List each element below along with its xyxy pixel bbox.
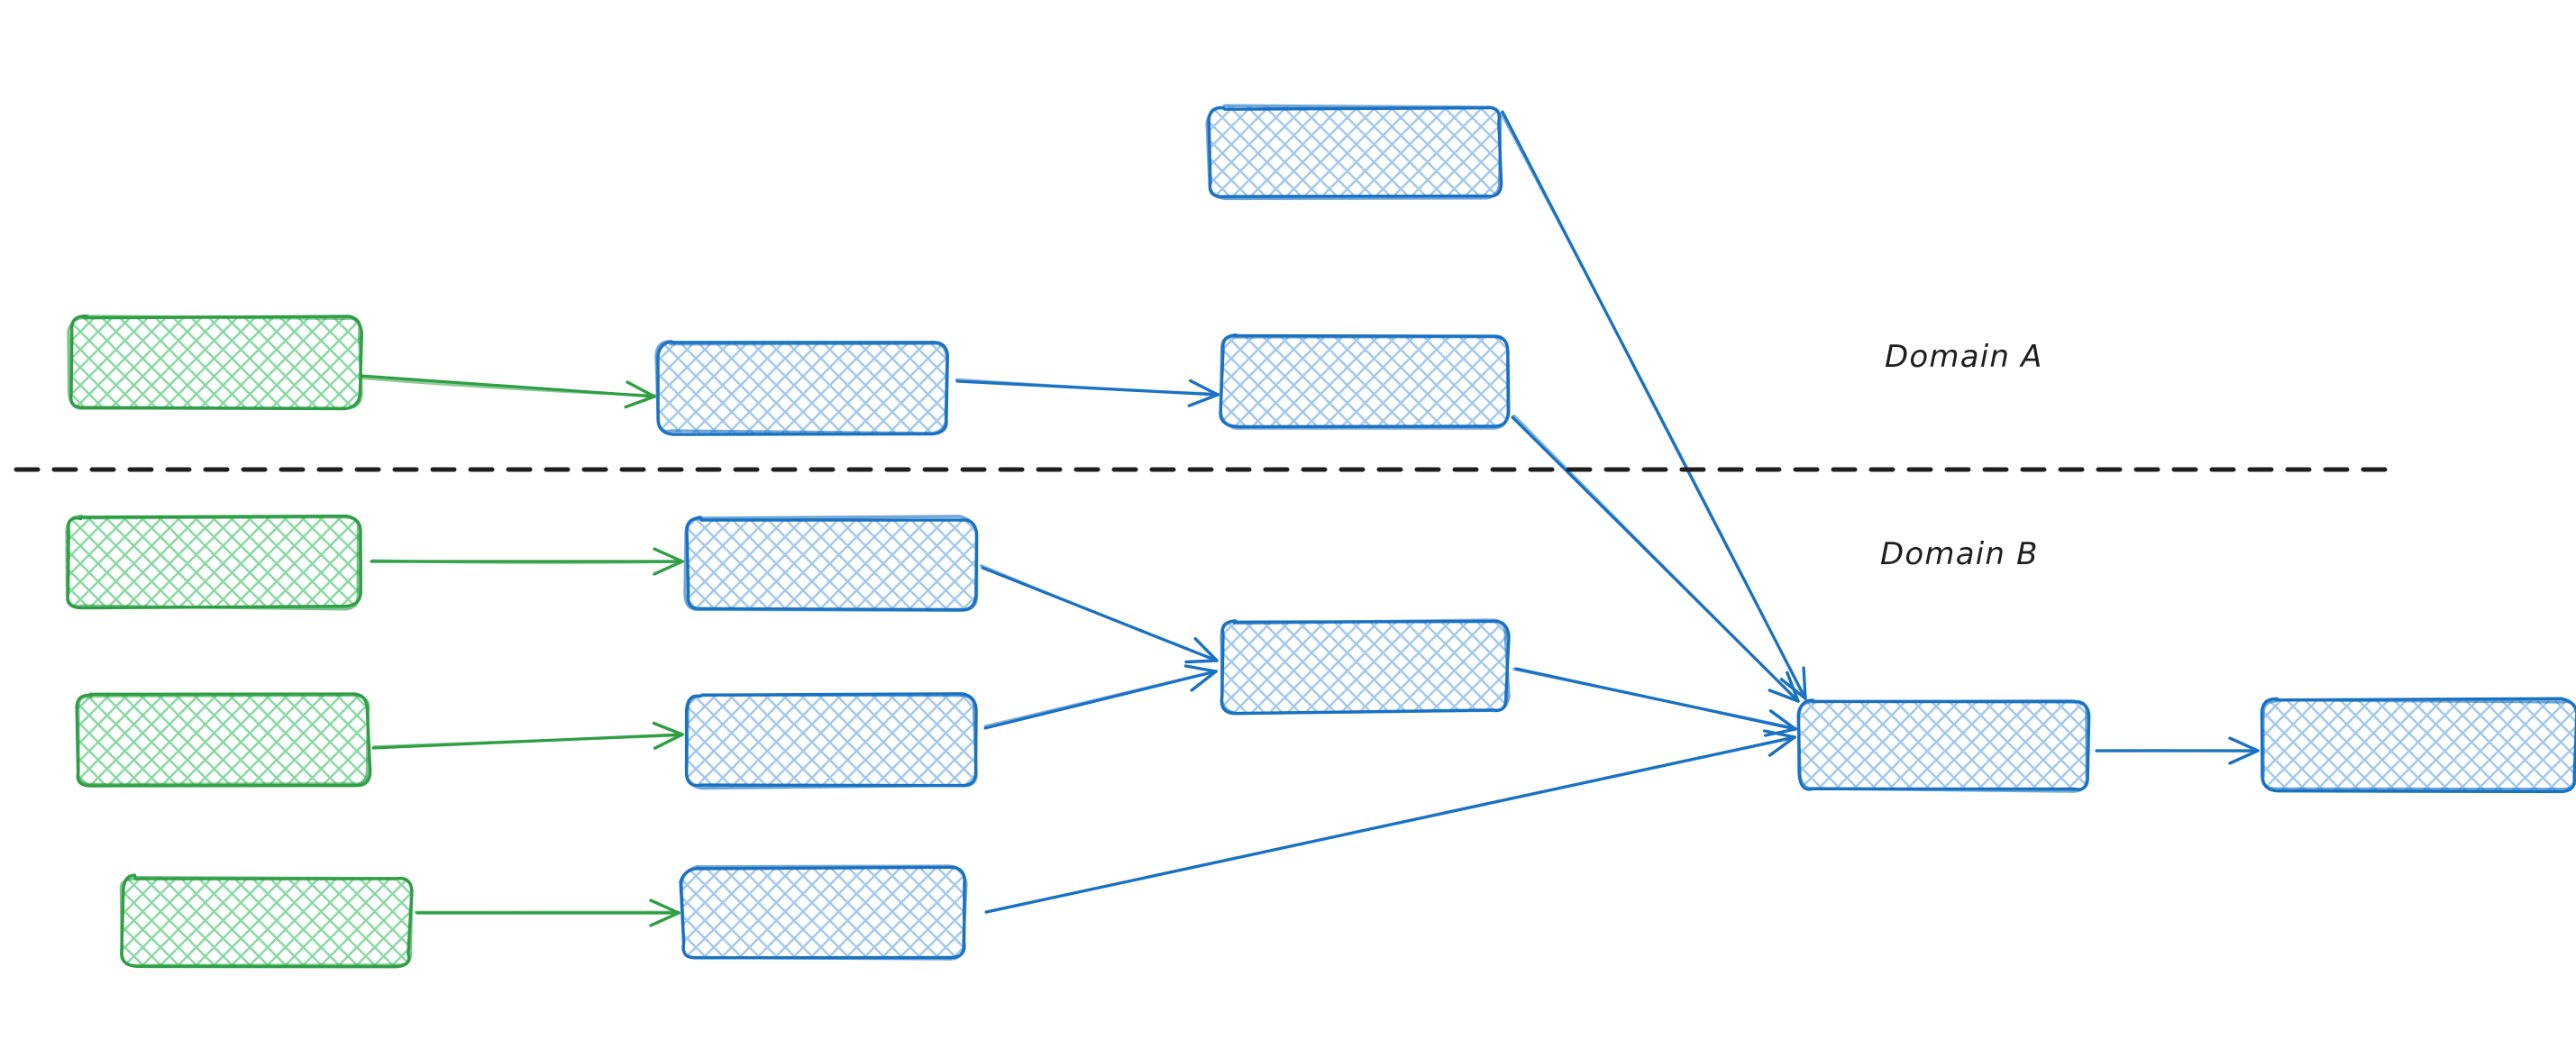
edge-e1[interactable]: [357, 374, 657, 409]
node-a-src-1[interactable]: [67, 314, 363, 411]
arrowhead: [653, 560, 684, 576]
arrowhead: [1768, 689, 1800, 703]
edge-e10[interactable]: [1512, 667, 1798, 737]
arrowhead: [1764, 727, 1797, 737]
node-b-out[interactable]: [2260, 697, 2576, 794]
edge-e4[interactable]: [1511, 414, 1800, 703]
edge-line: [371, 559, 685, 564]
edge-e6[interactable]: [371, 721, 684, 750]
node-fill: [66, 516, 360, 608]
node-outline: [1219, 334, 1510, 430]
arrowhead: [1184, 659, 1219, 664]
node-outline: [654, 340, 949, 435]
edges-layer: [357, 110, 2260, 927]
node-fill: [681, 867, 965, 958]
node-outline: [65, 514, 361, 611]
edge-e3[interactable]: [1500, 110, 1807, 700]
node-fill: [1221, 621, 1508, 713]
node-outline: [1796, 699, 2089, 793]
node-a-proc-2[interactable]: [1219, 333, 1511, 430]
edge-e11[interactable]: [984, 729, 1797, 914]
edge-e9[interactable]: [983, 664, 1219, 730]
edge-e5[interactable]: [370, 547, 685, 576]
node-fill: [2261, 699, 2576, 790]
node-b-proc-3[interactable]: [679, 864, 968, 961]
arrowhead: [653, 733, 684, 750]
arrowhead: [2228, 749, 2260, 765]
node-b-proc-1[interactable]: [683, 515, 979, 613]
node-fill: [657, 342, 946, 433]
arrowhead: [1183, 664, 1218, 673]
edge-e12[interactable]: [2095, 736, 2260, 765]
edge-line: [983, 670, 1219, 728]
node-fill: [77, 695, 370, 786]
node-outline: [685, 693, 978, 790]
node-outline: [1205, 104, 1503, 201]
node-fill: [1220, 334, 1508, 428]
edge-line: [357, 376, 657, 397]
node-outline: [683, 515, 979, 613]
arrowhead: [1187, 393, 1219, 407]
node-outline: [2261, 698, 2576, 791]
edge-line: [984, 735, 1797, 914]
edge-line: [1512, 414, 1799, 703]
edge-e2[interactable]: [955, 378, 1219, 407]
node-fill: [1799, 699, 2089, 791]
node-outline: [1219, 618, 1511, 716]
arrowhead: [1786, 670, 1800, 703]
edge-line: [1512, 667, 1798, 730]
edge-line: [1500, 112, 1806, 700]
arrowhead: [624, 395, 656, 409]
node-b-src-1[interactable]: [65, 514, 362, 611]
edge-line: [955, 378, 1219, 396]
edge-line: [979, 564, 1219, 662]
arrowhead: [1802, 666, 1807, 700]
edge-e8[interactable]: [979, 564, 1219, 664]
arrowhead: [1768, 709, 1797, 731]
node-fill: [121, 876, 411, 967]
domain-a-label: Domain A: [1885, 339, 2043, 375]
arrowhead: [1768, 735, 1796, 757]
node-a-proc-3[interactable]: [1205, 104, 1503, 201]
edge-e7[interactable]: [414, 898, 681, 927]
domain-b-label: Domain B: [1880, 536, 2039, 572]
arrowhead: [649, 898, 681, 915]
node-b-sink[interactable]: [1796, 698, 2091, 793]
node-outline: [67, 315, 363, 410]
node-b-src-3[interactable]: [119, 873, 414, 969]
node-fill: [69, 316, 361, 408]
node-fill: [687, 517, 975, 610]
node-a-proc-1[interactable]: [654, 340, 949, 436]
nodes-layer: [65, 104, 2576, 969]
node-outline: [76, 693, 370, 787]
arrowhead: [2228, 736, 2260, 753]
node-fill: [686, 695, 976, 788]
arrowhead: [626, 380, 656, 398]
arrowhead: [1189, 379, 1219, 397]
arrowhead: [1193, 637, 1219, 662]
node-outline: [680, 864, 968, 961]
arrowhead: [649, 911, 681, 927]
edge-line: [372, 734, 684, 749]
node-b-merge[interactable]: [1219, 618, 1511, 716]
node-fill: [1208, 106, 1501, 197]
node-outline: [119, 876, 414, 968]
arrowhead: [652, 721, 684, 736]
arrowhead: [1763, 729, 1796, 739]
arrowhead: [653, 547, 684, 563]
node-b-src-2[interactable]: [75, 692, 372, 788]
arrowhead: [1190, 670, 1218, 692]
node-b-proc-2[interactable]: [684, 692, 978, 790]
